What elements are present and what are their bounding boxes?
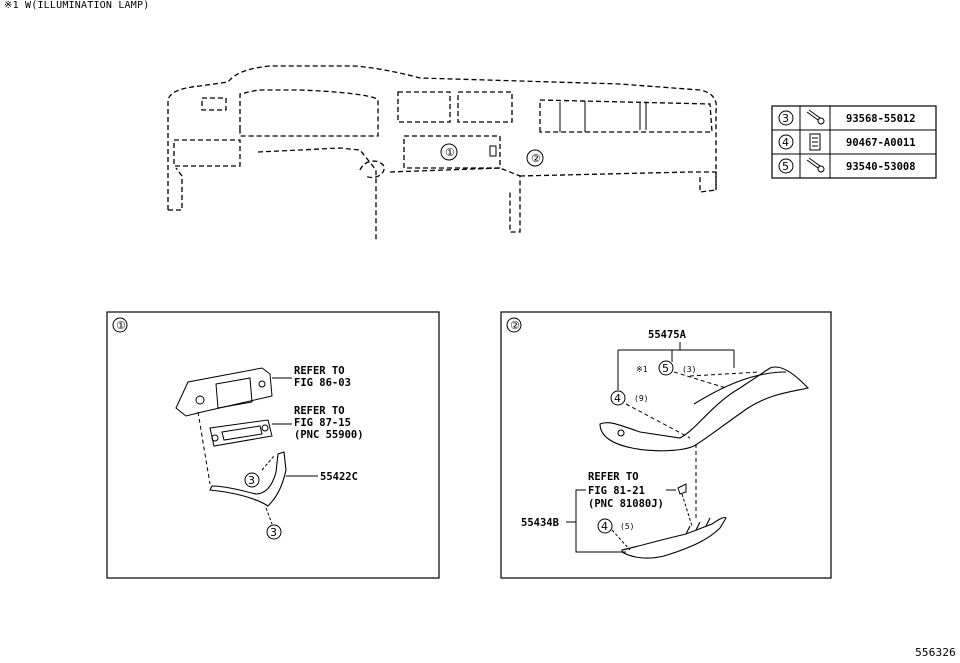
screw-icon (806, 109, 825, 125)
refer-fig-87-15: REFER TO (294, 405, 345, 417)
figure-id: 556326 (915, 646, 956, 659)
illumination-note: ※1 W(ILLUMINATION LAMP) (4, 0, 150, 11)
panel-2-badge: ② (506, 317, 522, 333)
qty-5: (3) (682, 365, 696, 374)
table-row: 5 93540-53008 (778, 157, 916, 174)
qty-4-upper: (9) (634, 394, 648, 403)
lower-console-trim (621, 516, 727, 559)
svg-text:90467-A0011: 90467-A0011 (846, 137, 916, 149)
svg-text:3: 3 (782, 112, 789, 125)
svg-text:4: 4 (601, 520, 608, 533)
svg-text:3: 3 (270, 526, 277, 539)
main-callout-2: ② (526, 149, 544, 167)
callout-5: 5 (658, 360, 674, 376)
refer-fig-87-15-line3: (PNC 55900) (294, 429, 364, 441)
svg-text:①: ① (445, 146, 455, 159)
svg-text:①: ① (116, 319, 126, 332)
upper-dashed-leaders (625, 371, 761, 518)
clip-icon (809, 133, 821, 151)
refer-fig-87-15-line2: FIG 87-15 (294, 417, 351, 429)
illumination-mark: ※1 (636, 365, 648, 374)
svg-text:4: 4 (782, 136, 789, 149)
part-number-55422C: 55422C (320, 471, 358, 483)
table-row: 3 93568-55012 (778, 109, 916, 126)
refer-fig-81-21-line2: FIG 81-21 (588, 485, 645, 497)
bracket-55434B (566, 489, 676, 553)
dashboard-solid-details (489, 101, 647, 157)
callout-4-upper: 4 (610, 390, 626, 406)
refer-fig-81-21-line3: (PNC 81080J) (588, 498, 664, 510)
part-number-55475A: 55475A (648, 329, 687, 341)
audio-head-unit (175, 367, 273, 417)
svg-text:3: 3 (248, 474, 255, 487)
qty-4-lower: (5) (620, 522, 634, 531)
climate-control-panel (209, 419, 273, 447)
upper-console-trim (599, 366, 810, 452)
svg-text:②: ② (531, 152, 541, 165)
svg-text:93568-55012: 93568-55012 (846, 113, 916, 125)
bracket-55475A (617, 342, 735, 390)
svg-text:93540-53008: 93540-53008 (846, 161, 916, 173)
refer-fig-86-03: REFER TO (294, 365, 345, 377)
svg-text:4: 4 (614, 392, 621, 405)
leader-lines (197, 377, 318, 525)
table-row: 4 90467-A0011 (778, 133, 916, 151)
callout-4-lower: 4 (597, 518, 613, 534)
panel-2: ② 55475A ※1 5 (3) 4 (9) (500, 311, 832, 579)
parts-table: 3 93568-55012 4 90467-A0011 5 93540-5300… (771, 105, 937, 179)
refer-fig-86-03-line2: FIG 86-03 (294, 377, 351, 389)
part-number-55434B: 55434B (521, 517, 559, 529)
panel-1-badge: ① (112, 317, 128, 333)
refer-fig-81-21: REFER TO (588, 471, 639, 483)
panel-1: ① REFER TO FIG 86-03 (106, 311, 440, 579)
screw-icon (806, 157, 825, 173)
small-clip (677, 483, 687, 495)
lower-dashed-leaders (611, 493, 693, 551)
lower-bezel (209, 451, 287, 507)
svg-text:5: 5 (662, 362, 669, 375)
callout-3-lower: 3 (266, 524, 282, 540)
svg-text:5: 5 (782, 160, 789, 173)
dashboard-outline (167, 65, 718, 242)
svg-text:②: ② (510, 319, 520, 332)
callout-3-upper: 3 (244, 472, 260, 488)
main-callout-1: ① (440, 143, 458, 161)
